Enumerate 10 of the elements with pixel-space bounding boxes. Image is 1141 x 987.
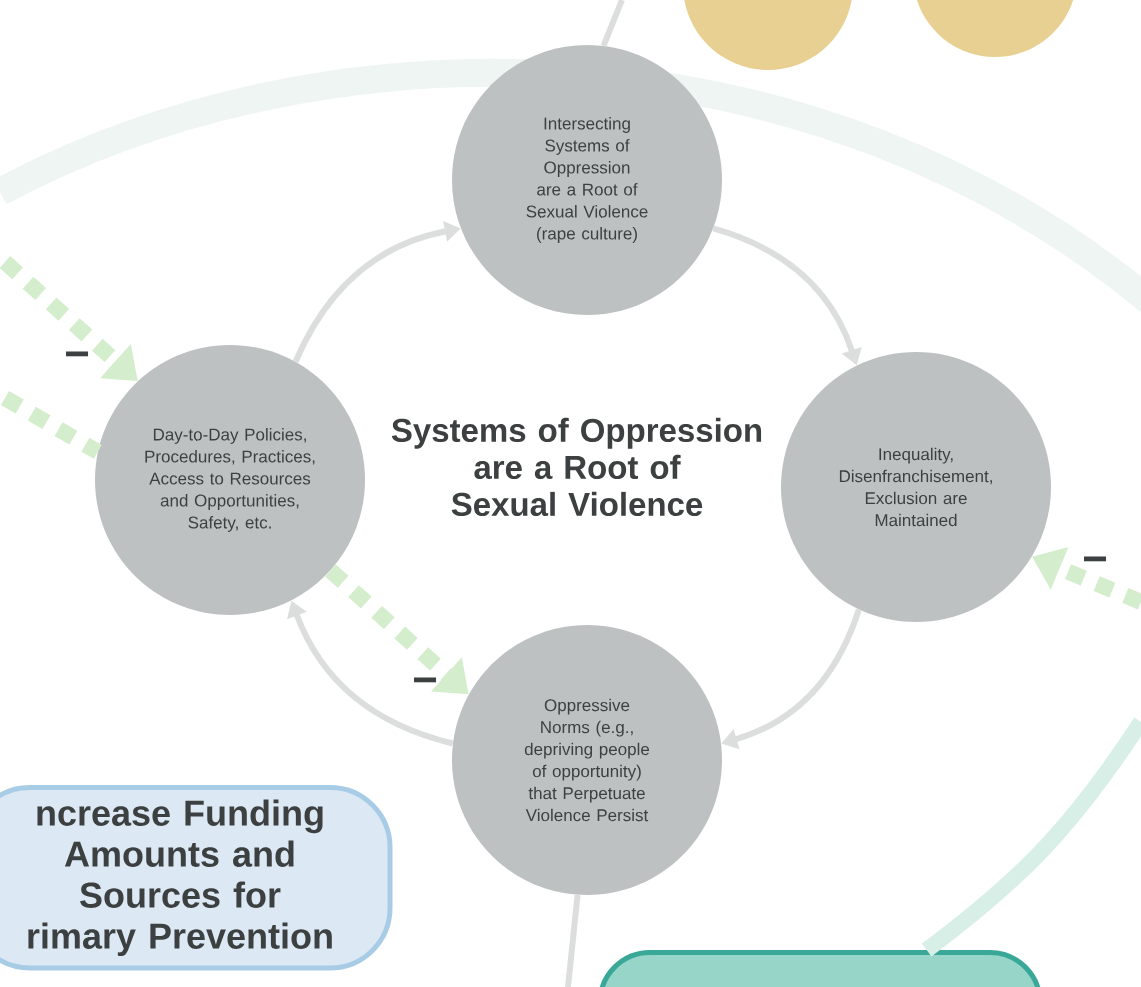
- connector-line: [1, 391, 102, 459]
- connector-line: [600, 0, 625, 47]
- minus-sign: −: [414, 677, 437, 683]
- connector-line: [921, 717, 1141, 957]
- strategy-box: ncrease Funding Amounts and Sources for rimary Prevention: [0, 785, 393, 971]
- connector-line: [565, 894, 581, 987]
- diagram-title: Systems of Oppression are a Root of Sexual Violence: [391, 417, 762, 517]
- strategy-box: [597, 950, 1043, 987]
- minus-sign: −: [1084, 556, 1107, 562]
- minus-sign: −: [66, 351, 89, 357]
